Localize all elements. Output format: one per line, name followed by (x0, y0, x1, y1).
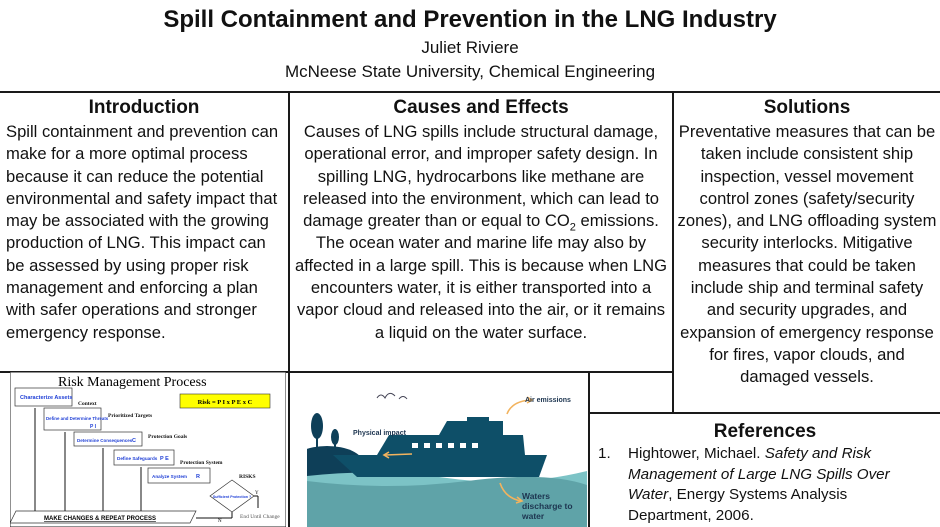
poster-title: Spill Containment and Prevention in the … (163, 6, 777, 33)
author-name: Juliet Riviere (421, 38, 519, 57)
column-divider-left (288, 91, 290, 527)
references-heading: References (713, 421, 817, 442)
causes-bottom-divider (288, 371, 674, 373)
diagram-title: Risk Management Process (58, 375, 207, 390)
step-2-symbol: P I (90, 424, 97, 430)
step-5-symbol: R (196, 474, 200, 480)
effect-arrows (382, 396, 534, 504)
decision-text: Sufficient Protection ? (213, 495, 251, 499)
island-trees (307, 413, 363, 480)
cloud-icon (376, 392, 408, 400)
introduction-text: Spill containment and prevention can mak… (6, 122, 279, 342)
causes-heading: Causes and Effects (393, 97, 569, 118)
decision-yes: Y (255, 491, 259, 496)
solutions-heading: Solutions (763, 97, 851, 118)
risk-formula-box (179, 393, 271, 409)
reference-rest: , Energy Systems Analysis Department, 20… (628, 486, 848, 524)
output-goals: Protection Goals (148, 434, 187, 440)
image-divider (588, 371, 590, 527)
physical-impact-text: Physical impact (353, 430, 407, 437)
step-3: Determine Consequences (77, 438, 133, 443)
causes-text-part2: emissions. The ocean water and marine li… (294, 211, 668, 342)
affiliation: McNeese State University, Chemical Engin… (284, 62, 656, 81)
introduction-heading: Introduction (88, 97, 200, 118)
step-1: Characterize Assets (20, 395, 72, 401)
repeat-process: MAKE CHANGES & REPEAT PROCESS (44, 516, 156, 522)
risk-management-diagram: Risk Management Process Risk = P I x P E… (10, 372, 286, 527)
causes-text-part1: Causes of LNG spills include structural … (302, 122, 660, 231)
step-4-symbol: P E (160, 456, 169, 462)
label-physical-impact: Physical impact (353, 430, 407, 437)
output-targets: Prioritized Targets (108, 413, 152, 419)
output-system: Protection System (180, 460, 223, 466)
co2-subscript: 2 (569, 221, 576, 234)
step-3-symbol: C (132, 438, 136, 444)
end-until-change: End Until Change (240, 514, 280, 520)
air-emissions-text: Air emissions (525, 397, 571, 404)
step-2: Define and Determine Threats (46, 416, 109, 421)
causes-text: Causes of LNG spills include structural … (294, 121, 668, 344)
reference-title: Safety and Risk Management of Large LNG … (628, 445, 890, 503)
risk-formula: Risk = P I x P E x C (198, 399, 253, 406)
reference-author: Hightower, Michael. (628, 445, 765, 462)
step-4: Define Safeguards (117, 456, 158, 461)
lng-ship-illustration: Air emissions Physical impact (307, 373, 587, 527)
label-air-emissions: Air emissions (525, 397, 571, 404)
reference-item: 1. Hightower, Michael. Safety and Risk M… (598, 444, 928, 526)
column-divider-right (672, 91, 674, 414)
output-context: Context (78, 401, 97, 407)
step-5: Analyze System (152, 474, 187, 479)
output-risks: RISKS (239, 474, 256, 480)
solutions-text: Preventative measures that can be taken … (677, 122, 937, 387)
decision-no: N (218, 519, 222, 524)
reference-number: 1. (598, 445, 611, 462)
label-water-discharge: Waters discharge to water (522, 491, 573, 521)
header-divider (0, 91, 940, 93)
references-top-divider (588, 412, 940, 414)
